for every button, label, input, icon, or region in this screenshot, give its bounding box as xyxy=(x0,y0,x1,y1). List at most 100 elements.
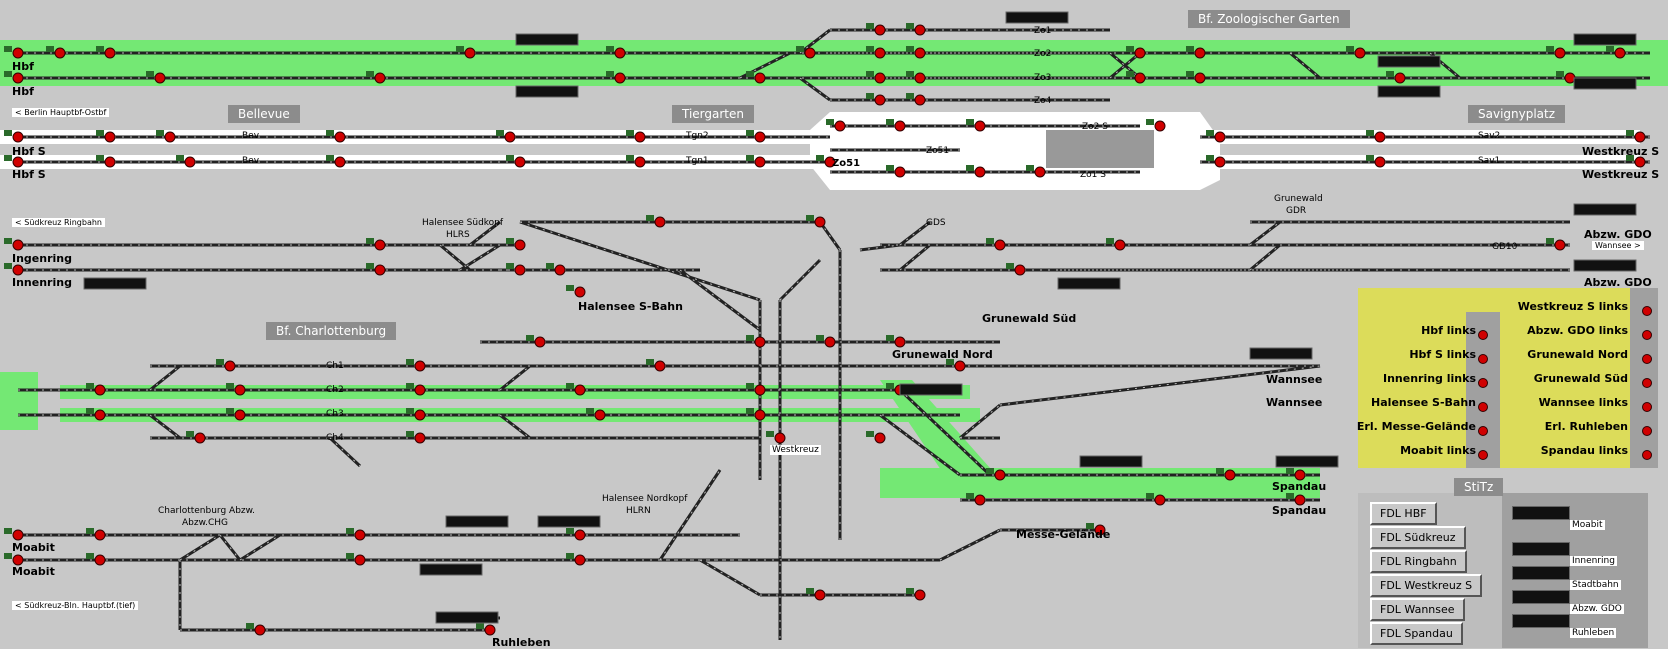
signal-16[interactable] xyxy=(906,46,926,59)
link-indicator-left-2[interactable] xyxy=(1478,378,1488,388)
link-left-1[interactable]: Hbf S links xyxy=(1409,348,1476,361)
fdl-button-1[interactable]: FDL Südkreuz xyxy=(1370,526,1466,549)
link-left-2[interactable]: Innenring links xyxy=(1382,372,1476,385)
signal-0[interactable] xyxy=(4,46,24,59)
signal-87[interactable] xyxy=(226,408,246,421)
link-indicator-right-3[interactable] xyxy=(1642,378,1652,388)
link-indicator-right-1[interactable] xyxy=(1642,330,1652,340)
signal-22[interactable] xyxy=(1186,46,1206,59)
signal-69[interactable] xyxy=(506,263,526,276)
signal-26[interactable] xyxy=(146,71,166,84)
signal-42[interactable] xyxy=(966,119,986,132)
signal-15[interactable] xyxy=(866,46,886,59)
signal-54[interactable] xyxy=(886,165,906,178)
signal-23[interactable] xyxy=(1346,46,1366,59)
signal-48[interactable] xyxy=(176,155,196,168)
signal-13[interactable] xyxy=(866,23,886,36)
signal-100[interactable] xyxy=(1286,493,1306,506)
signal-18[interactable] xyxy=(906,71,926,84)
signal-61[interactable] xyxy=(506,238,526,251)
signal-77[interactable] xyxy=(816,335,836,348)
signal-1[interactable] xyxy=(4,71,24,84)
signal-51[interactable] xyxy=(626,155,646,168)
signal-60[interactable] xyxy=(366,238,386,251)
signal-82[interactable] xyxy=(406,383,426,396)
signal-89[interactable] xyxy=(586,408,606,421)
signal-35[interactable] xyxy=(156,130,176,143)
signal-55[interactable] xyxy=(966,165,986,178)
signal-25[interactable] xyxy=(1606,46,1626,59)
signal-81[interactable] xyxy=(226,383,246,396)
signal-73[interactable] xyxy=(406,359,426,372)
signal-14[interactable] xyxy=(906,23,926,36)
signal-71[interactable] xyxy=(566,285,586,298)
signal-91[interactable] xyxy=(866,431,886,444)
signal-11[interactable] xyxy=(606,46,626,59)
signal-4[interactable] xyxy=(4,238,24,251)
signal-95[interactable] xyxy=(986,468,1006,481)
signal-111[interactable] xyxy=(1086,523,1106,536)
signal-110[interactable] xyxy=(476,623,496,636)
link-right-6[interactable]: Spandau links xyxy=(1540,444,1628,457)
link-left-3[interactable]: Halensee S-Bahn xyxy=(1371,396,1476,409)
fdl-button-5[interactable]: FDL Spandau xyxy=(1370,622,1463,645)
signal-32[interactable] xyxy=(1386,71,1406,84)
signal-66[interactable] xyxy=(1106,238,1126,251)
signal-76[interactable] xyxy=(746,335,766,348)
fdl-button-2[interactable]: FDL Ringbahn xyxy=(1370,550,1467,573)
signal-101[interactable] xyxy=(86,528,106,541)
fdl-button-0[interactable]: FDL HBF xyxy=(1370,502,1437,525)
link-left-0[interactable]: Hbf links xyxy=(1421,324,1476,337)
signal-37[interactable] xyxy=(496,130,516,143)
signal-92[interactable] xyxy=(186,431,206,444)
signal-109[interactable] xyxy=(246,623,266,636)
signal-93[interactable] xyxy=(406,431,426,444)
link-right-1[interactable]: Abzw. GDO links xyxy=(1527,324,1628,337)
signal-38[interactable] xyxy=(626,130,646,143)
signal-105[interactable] xyxy=(346,553,366,566)
signal-52[interactable] xyxy=(746,155,766,168)
signal-28[interactable] xyxy=(606,71,626,84)
signal-5[interactable] xyxy=(4,263,24,276)
signal-75[interactable] xyxy=(646,359,666,372)
fdl-button-4[interactable]: FDL Wannsee xyxy=(1370,598,1465,621)
signal-96[interactable] xyxy=(1216,468,1236,481)
link-indicator-left-1[interactable] xyxy=(1478,354,1488,364)
signal-30[interactable] xyxy=(1126,71,1146,84)
signal-24[interactable] xyxy=(1546,46,1566,59)
signal-31[interactable] xyxy=(1186,71,1206,84)
signal-57[interactable] xyxy=(1206,155,1226,168)
signal-29[interactable] xyxy=(746,71,766,84)
signal-19[interactable] xyxy=(866,93,886,106)
signal-3[interactable] xyxy=(4,155,24,168)
signal-9[interactable] xyxy=(96,46,116,59)
signal-102[interactable] xyxy=(346,528,366,541)
signal-7[interactable] xyxy=(4,553,24,566)
signal-56[interactable] xyxy=(1026,165,1046,178)
signal-27[interactable] xyxy=(366,71,386,84)
signal-90[interactable] xyxy=(746,408,766,421)
signal-49[interactable] xyxy=(326,155,346,168)
signal-50[interactable] xyxy=(506,155,526,168)
signal-10[interactable] xyxy=(456,46,476,59)
signal-39[interactable] xyxy=(746,130,766,143)
signal-40[interactable] xyxy=(826,119,846,132)
signal-36[interactable] xyxy=(326,130,346,143)
signal-12[interactable] xyxy=(796,46,816,59)
signal-106[interactable] xyxy=(566,553,586,566)
link-indicator-left-4[interactable] xyxy=(1478,426,1488,436)
signal-43[interactable] xyxy=(1146,119,1166,132)
signal-20[interactable] xyxy=(906,93,926,106)
signal-83[interactable] xyxy=(566,383,586,396)
signal-84[interactable] xyxy=(746,383,766,396)
link-indicator-right-4[interactable] xyxy=(1642,402,1652,412)
signal-67[interactable] xyxy=(1546,238,1566,251)
signal-59[interactable] xyxy=(1626,155,1646,168)
signal-72[interactable] xyxy=(216,359,236,372)
link-indicator-right-6[interactable] xyxy=(1642,450,1652,460)
signal-79[interactable] xyxy=(946,359,966,372)
signal-107[interactable] xyxy=(806,588,826,601)
signal-53[interactable] xyxy=(816,155,836,168)
signal-108[interactable] xyxy=(906,588,926,601)
signal-17[interactable] xyxy=(866,71,886,84)
